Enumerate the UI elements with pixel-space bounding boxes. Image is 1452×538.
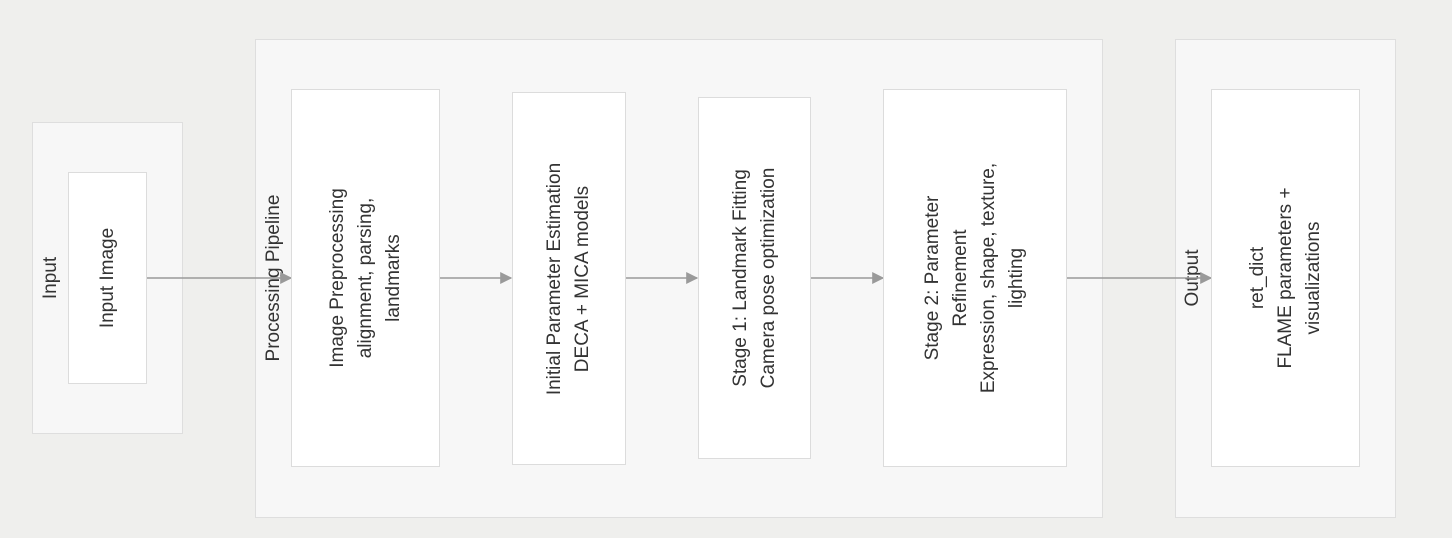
node-ret-dict-line-2: FLAME parameters + [1274,187,1296,369]
node-image-preprocessing: Image Preprocessing alignment, parsing, … [291,89,440,467]
node-ret-dict: ret_dict FLAME parameters + visualizatio… [1211,89,1360,467]
node-ret-dict-line-1: ret_dict [1246,246,1268,310]
node-initial-estimation-line-2: DECA + MICA models [572,185,593,372]
node-stage2-line-4: lighting [1006,247,1027,309]
node-initial-parameter-estimation: Initial Parameter Estimation DECA + MICA… [512,92,626,465]
node-stage1-line-1: Stage 1: Landmark Fitting [729,169,751,387]
node-input-image: Input Image [68,172,147,384]
node-image-preprocessing-line-1: Image Preprocessing [326,188,348,368]
node-ret-dict-label: ret_dict FLAME parameters + visualizatio… [1244,187,1328,368]
node-stage2-line-1: Stage 2: Parameter [922,195,943,361]
node-input-image-label: Input Image [94,228,122,328]
node-ret-dict-line-3: visualizations [1302,221,1324,335]
node-initial-parameter-estimation-label: Initial Parameter Estimation DECA + MICA… [541,162,597,394]
node-initial-estimation-line-1: Initial Parameter Estimation [544,162,565,395]
node-image-preprocessing-line-3: landmarks [382,234,404,322]
node-stage2-line-2: Refinement [950,229,971,327]
node-image-preprocessing-line-2: alignment, parsing, [354,197,376,359]
node-input-image-line-1: Input Image [96,227,118,329]
node-stage2-line-3: Expression, shape, texture, [978,162,999,394]
node-stage2-parameter-refinement: Stage 2: Parameter Refinement Expression… [883,89,1067,467]
node-stage2-label: Stage 2: Parameter Refinement Expression… [919,163,1031,393]
node-stage1-landmark-fitting: Stage 1: Landmark Fitting Camera pose op… [698,97,811,459]
node-stage1-label: Stage 1: Landmark Fitting Camera pose op… [727,168,783,389]
node-stage1-line-2: Camera pose optimization [757,167,779,389]
node-image-preprocessing-label: Image Preprocessing alignment, parsing, … [324,188,408,368]
